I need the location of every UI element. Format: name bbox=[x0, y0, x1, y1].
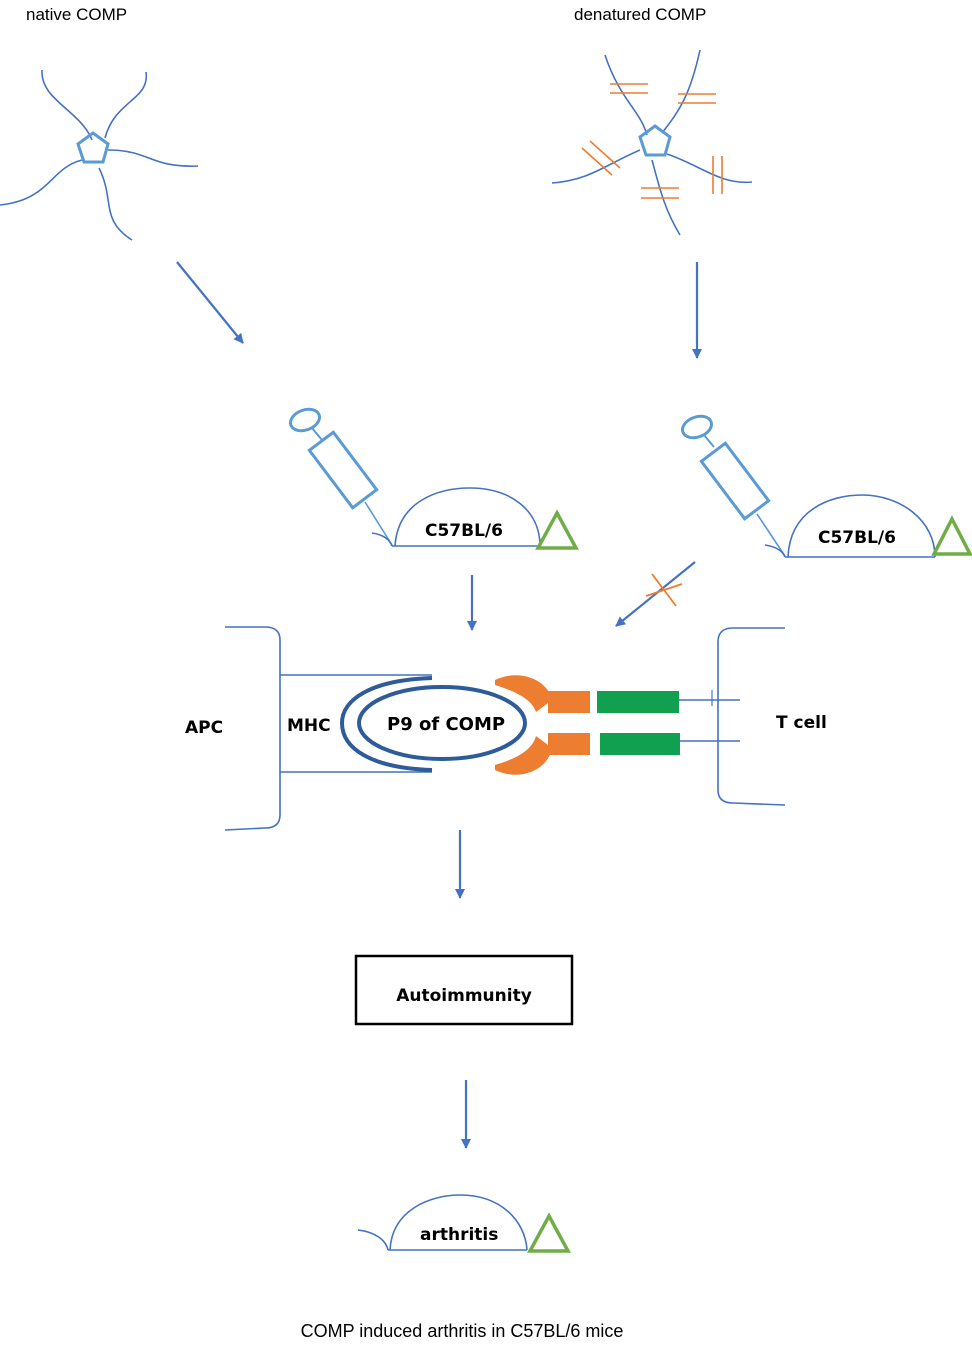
left-syringe-icon bbox=[288, 407, 393, 546]
apc-cell bbox=[224, 626, 432, 831]
arrow-right-mouse-to-synapse bbox=[615, 561, 696, 627]
mhc-groove-icon bbox=[339, 676, 433, 772]
right-mouse-icon bbox=[764, 494, 972, 558]
denature-marks bbox=[581, 83, 723, 199]
t-cell bbox=[717, 627, 786, 806]
native-pentagon-icon bbox=[76, 131, 110, 164]
autoimmunity-box bbox=[354, 954, 574, 1026]
left-mouse-label: C57BL/6 bbox=[425, 521, 503, 541]
right-mouse-label: C57BL/6 bbox=[818, 528, 896, 548]
blocked-x-icon bbox=[645, 573, 683, 607]
apc-label: APC bbox=[185, 718, 223, 738]
t-cell-label: T cell bbox=[776, 713, 827, 733]
peptide-ellipse bbox=[357, 685, 527, 761]
denatured-comp-molecule bbox=[551, 49, 753, 236]
arrow-native-to-mouse bbox=[176, 261, 244, 344]
denatured-pentagon-icon bbox=[638, 124, 672, 157]
native-comp-molecule bbox=[0, 69, 199, 241]
denatured-comp-label: denatured COMP bbox=[574, 5, 706, 24]
t-cell-receptor bbox=[495, 675, 740, 775]
left-mouse-icon bbox=[371, 487, 579, 550]
arthritis-triangle-icon bbox=[527, 1212, 571, 1253]
autoimmunity-label: Autoimmunity bbox=[396, 986, 532, 1006]
native-comp-label: native COMP bbox=[26, 5, 127, 24]
peptide-label: P9 of COMP bbox=[387, 714, 505, 735]
diagram-caption: COMP induced arthritis in C57BL/6 mice bbox=[301, 1321, 624, 1341]
mhc-peptide-complex bbox=[339, 676, 527, 772]
right-mouse-triangle-icon bbox=[931, 515, 972, 556]
right-syringe-icon bbox=[680, 414, 786, 557]
arthritis-mouse-icon bbox=[357, 1194, 571, 1253]
arthritis-label: arthritis bbox=[420, 1225, 498, 1245]
mhc-label: MHC bbox=[287, 716, 331, 736]
left-mouse-triangle-icon bbox=[535, 509, 579, 550]
